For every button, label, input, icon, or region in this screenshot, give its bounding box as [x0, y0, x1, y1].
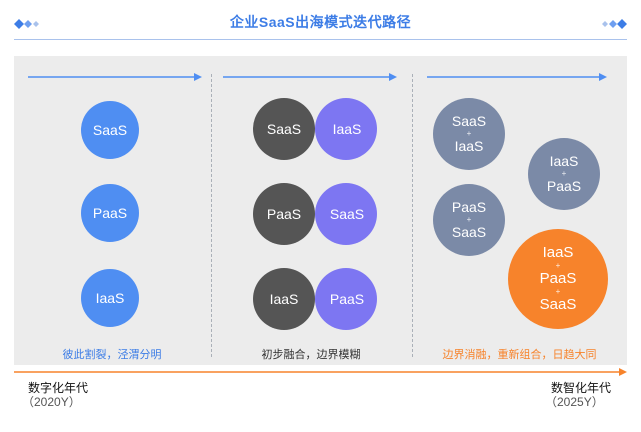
timeline-start-label: 数字化年代: [28, 381, 89, 395]
circle-label: SaaS: [266, 120, 302, 137]
circle-label: PaaS: [539, 270, 577, 287]
stage2-pair1-left-circle: SaaS: [253, 98, 315, 160]
stage1-paas-circle: PaaS: [81, 184, 139, 242]
plus-sign: +: [466, 215, 472, 224]
circle-label: PaaS: [451, 199, 487, 215]
title-diamonds-left-icon: [14, 19, 44, 29]
stage2-pair2-right-circle: SaaS: [315, 183, 377, 245]
circle-label: IaaS: [542, 244, 574, 261]
stage3-full-stack-circle: IaaS + PaaS + SaaS: [508, 229, 608, 329]
circle-label: PaaS: [266, 205, 302, 222]
circle-label: PaaS: [546, 178, 582, 194]
timeline-start-year: （2020Y）: [22, 395, 81, 409]
stage2-caption: 初步融合，边界模糊: [261, 349, 361, 361]
circle-label: IaaS: [549, 153, 579, 169]
circle-label: IaaS: [332, 120, 362, 137]
plus-sign: +: [555, 261, 561, 270]
stage-divider-1: [211, 74, 212, 357]
stage3-saas-iaas-circle: SaaS + IaaS: [433, 98, 505, 170]
timeline-arrow-icon: [14, 367, 627, 377]
circle-label: PaaS: [92, 204, 128, 221]
circle-label: PaaS: [329, 290, 365, 307]
stage3-caption: 边界消融，重新组合，日趋大同: [442, 349, 597, 361]
stage1-iaas-circle: IaaS: [81, 269, 139, 327]
stage2-pair3-left-circle: IaaS: [253, 268, 315, 330]
title-diamonds-right-icon: [597, 19, 627, 29]
plus-sign: +: [561, 169, 567, 178]
circle-label: IaaS: [454, 138, 484, 154]
circle-label: SaaS: [92, 121, 128, 138]
stage3-paas-saas-circle: PaaS + SaaS: [433, 184, 505, 256]
stage2-pair2-left-circle: PaaS: [253, 183, 315, 245]
circle-label: SaaS: [451, 113, 487, 129]
circle-label: SaaS: [329, 205, 365, 222]
stage2-pair3-right-circle: PaaS: [315, 268, 377, 330]
circle-label: SaaS: [539, 296, 577, 313]
plus-sign: +: [555, 287, 561, 296]
circle-label: SaaS: [451, 224, 487, 240]
stage2-arrow-icon: [223, 72, 397, 82]
stage2-pair1-right-circle: IaaS: [315, 98, 377, 160]
stage1-saas-circle: SaaS: [81, 101, 139, 159]
timeline-end-year: （2025Y）: [545, 395, 604, 409]
title-underline: [14, 39, 627, 40]
stage3-arrow-icon: [427, 72, 607, 82]
page-title: 企业SaaS出海模式迭代路径: [229, 14, 412, 30]
plus-sign: +: [466, 129, 472, 138]
stage1-arrow-icon: [28, 72, 202, 82]
timeline-end-label: 数智化年代: [551, 381, 612, 395]
circle-label: IaaS: [269, 290, 299, 307]
stage3-iaas-paas-circle: IaaS + PaaS: [528, 138, 600, 210]
stage-divider-2: [412, 74, 413, 357]
stage1-caption: 彼此割裂，泾渭分明: [62, 349, 162, 361]
circle-label: IaaS: [95, 289, 125, 306]
